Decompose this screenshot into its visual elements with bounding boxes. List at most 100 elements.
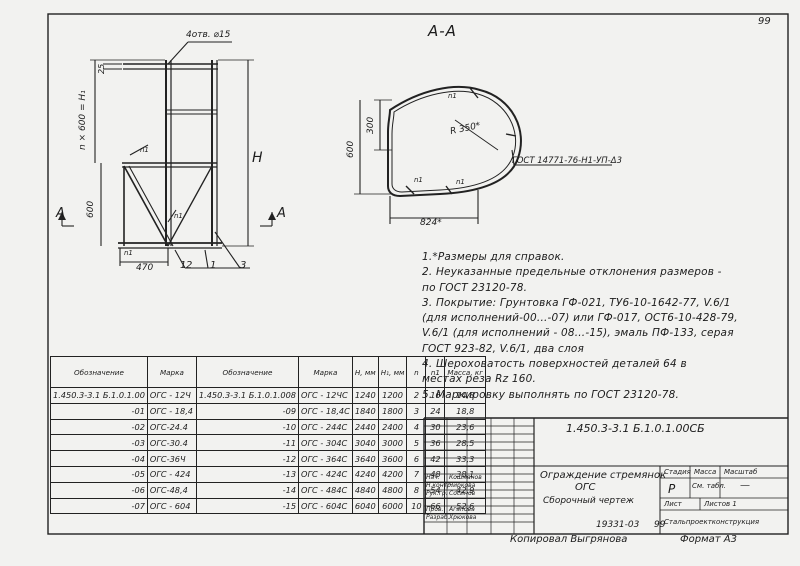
section-mark-right: А	[277, 206, 286, 221]
note-line: V.6/1 (для исполнений - 08...-15), эмаль…	[422, 327, 734, 340]
table-cell: 4200	[377, 465, 408, 483]
footer-page-no: 99	[654, 520, 666, 530]
dim-25: 25	[97, 63, 106, 74]
table-cell: -14	[195, 481, 300, 499]
header-H1: H₁, мм	[377, 356, 408, 388]
table-cell: ОГС - 18,4	[146, 402, 197, 420]
table-cell: 4800	[377, 481, 408, 499]
signer-role: Н.контр.	[426, 482, 453, 489]
table-cell: 1840	[351, 402, 379, 420]
tb-name-2: ОГС	[575, 482, 596, 493]
table-cell: 1240	[351, 387, 379, 404]
table-cell: -09	[195, 402, 300, 420]
spec-table-header: Обозначение Марка Обозначение Марка H, м…	[50, 356, 487, 388]
header-n: n	[406, 356, 427, 388]
radius-n1-b: n1	[174, 212, 183, 220]
leader-label-3: 3	[240, 260, 247, 271]
tb-designation: 1.450.3-3.1 Б.1.0.1.00СБ	[566, 422, 705, 435]
signer-name: Чиркова	[449, 482, 476, 489]
table-cell: -11	[195, 434, 300, 452]
table-cell: 2400	[377, 418, 408, 436]
table-cell: 36	[425, 434, 446, 452]
table-cell: -13	[195, 465, 300, 483]
table-cell: 2440	[351, 418, 379, 436]
note-line: (для исполнений-00...-07) или ГФ-017, ОС…	[422, 312, 738, 325]
hole-callout: 4отв. ⌀15	[186, 30, 231, 40]
footer-archive-no: 19331-03	[596, 520, 640, 530]
header-mark-2: Марка	[298, 356, 353, 388]
table-cell: 1800	[377, 402, 408, 420]
note-line: 5. Маркировку выполнять по ГОСТ 23120-78…	[422, 388, 680, 401]
spec-table: Обозначение Марка Обозначение Марка H, м…	[50, 356, 487, 515]
dim-height-series: n × 600 = H₁	[78, 90, 88, 150]
footer-copied-by: Копировал Выгрянова	[510, 534, 628, 545]
table-cell: 3600	[377, 450, 408, 467]
table-cell: 4240	[351, 465, 379, 483]
header-designation-2: Обозначение	[195, 356, 300, 388]
radius-n1-a: n1	[140, 146, 149, 154]
section-n1-a: n1	[448, 92, 457, 100]
dim-300: 300	[366, 116, 376, 134]
tb-sheet-label: Лист	[664, 500, 682, 508]
note-line: 3. Покрытие: Грунтовка ГФ-021, ТУ6-10-16…	[422, 296, 731, 309]
note-line: 1.*Размеры для справок.	[422, 251, 565, 263]
signer-role: Нач.	[426, 474, 440, 481]
table-cell: 3000	[377, 434, 408, 452]
table-cell: ОГС - 244С	[298, 418, 353, 436]
table-cell: 6040	[351, 497, 379, 515]
table-cell: 66	[425, 497, 446, 515]
signer-name: Агапова	[449, 506, 475, 513]
table-cell: 1.450.3-3.1 Б.1.0.1.008	[195, 387, 300, 404]
note-line: 2. Неуказанные предельные отклонения раз…	[422, 266, 722, 279]
table-cell: ОГС-24.4	[146, 418, 197, 436]
table-cell: 14,8	[444, 387, 487, 404]
table-cell: -07	[50, 497, 148, 515]
note-line: 4. Шероховатость поверхностей деталей 64…	[422, 358, 687, 371]
header-mark: Марка	[146, 356, 197, 388]
signer-name: Кошманов	[449, 474, 482, 481]
table-cell: 10	[406, 497, 427, 515]
table-cell: 7	[406, 465, 427, 483]
table-cell: -15	[195, 497, 300, 515]
leader-label-1a: 1	[180, 260, 187, 271]
tb-scale-label: Масштаб	[724, 468, 758, 476]
table-cell: 3	[406, 402, 427, 420]
header-n1: n1	[425, 356, 446, 388]
dim-824: 824*	[420, 218, 442, 228]
table-cell: 5	[406, 434, 427, 452]
table-cell: 6000	[377, 497, 408, 515]
table-cell: 6	[406, 450, 427, 467]
dim-n1: n1	[124, 249, 133, 257]
table-cell: 30	[425, 418, 446, 436]
tb-scale-value: —	[740, 480, 750, 491]
table-cell: ОГС - 424	[146, 465, 197, 483]
page-number: 99	[758, 16, 771, 27]
leader-label-2: 2	[186, 260, 193, 271]
drawing-notes: 1.*Размеры для справок. 2. Неуказанные п…	[422, 250, 738, 403]
table-cell: -03	[50, 434, 148, 452]
section-n1-c: n1	[456, 178, 465, 186]
dim-600-section: 600	[346, 140, 356, 158]
table-cell: 28,5	[444, 434, 487, 452]
leader-label-1b: 1	[210, 260, 217, 271]
tb-stage-value: Р	[668, 482, 676, 496]
signer-name: Хрюкова	[449, 514, 477, 521]
table-cell: 1200	[377, 387, 408, 404]
table-cell: 8	[406, 481, 427, 499]
signer-role: Пров.	[426, 506, 444, 513]
table-cell: 2	[406, 387, 427, 404]
signer-role: Рук.гр.	[426, 490, 448, 497]
header-H: H, мм	[351, 356, 379, 388]
tb-mass-value: См. табл.	[692, 482, 727, 490]
signer-name: Сосинов	[449, 490, 476, 497]
tb-org: Стальпроектконструкция	[664, 518, 760, 526]
section-label: А-А	[428, 22, 457, 40]
header-mass: Масса, кг	[444, 356, 487, 388]
table-cell: 16	[425, 387, 446, 404]
